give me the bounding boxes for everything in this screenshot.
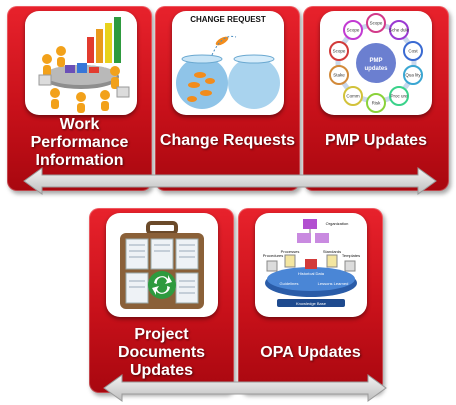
meeting-chart-icon <box>38 17 130 113</box>
pmp-node-label: Scope <box>347 28 360 33</box>
pmp-cycle-icon: Scope Sche dule Cost Qua lity Proc ure R… <box>329 13 423 113</box>
pmp-node-label: Cost <box>408 49 418 54</box>
briefcase-thumbnail <box>106 213 218 317</box>
pmp-node-label: Scope <box>370 21 383 26</box>
opa-thumbnail: Organization Procedures Processes Standa… <box>255 213 367 317</box>
opa-word: Organization <box>326 221 349 226</box>
fishbowl-thumbnail: CHANGE REQUEST <box>172 11 284 115</box>
card-label: OPA Updates <box>260 344 361 361</box>
meeting-thumbnail <box>25 11 137 115</box>
pmp-node-circles <box>329 13 423 113</box>
pmp-node-label: Scope <box>333 49 346 54</box>
opa-word: Procedures <box>263 253 283 258</box>
pmp-center-label: PMP <box>369 58 382 64</box>
opa-word: Guidelines <box>280 281 299 286</box>
opa-word: Standards <box>323 249 341 254</box>
card-label: Project Documents Updates <box>117 326 206 379</box>
card-opa-updates: Organization Procedures Processes Standa… <box>238 208 383 393</box>
card-project-documents-updates: Project Documents Updates <box>89 208 234 393</box>
pmp-node-label: Sche dule <box>389 28 410 33</box>
opa-word: Knowledge Base <box>296 301 327 306</box>
card-label: PMP Updates <box>325 132 427 149</box>
card-work-performance-information: Work Performance Information <box>7 6 152 191</box>
card-label: Work Performance Information <box>30 116 129 169</box>
top-double-arrow <box>22 166 438 196</box>
pmp-node-label: Risk <box>372 101 381 106</box>
card-pmp-updates: Scope Sche dule Cost Qua lity Proc ure R… <box>303 6 449 191</box>
card-change-requests: CHANGE REQUEST Change Requests <box>155 6 300 191</box>
organization-assets-icon: Organization Procedures Processes Standa… <box>263 219 360 307</box>
opa-word: Processes <box>281 249 300 254</box>
pmp-node-label: Qua lity <box>405 73 421 78</box>
briefcase-icon <box>120 221 204 309</box>
double-arrow-icon <box>23 167 437 195</box>
bottom-double-arrow <box>102 373 388 403</box>
card-label: Change Requests <box>159 132 296 149</box>
double-arrow-icon <box>103 374 387 402</box>
opa-word: Templates <box>342 253 360 258</box>
opa-word: Historical Data <box>298 271 325 276</box>
pmp-node-label: Stake <box>333 73 345 78</box>
change-request-caption: CHANGE REQUEST <box>190 15 266 24</box>
pmp-node-label: Proc ure <box>390 94 408 99</box>
fishbowl-icon <box>176 35 280 109</box>
pmp-center-label: updates <box>364 66 388 72</box>
pmp-node-label: Comm <box>346 94 360 99</box>
opa-word: Lessons Learned <box>318 281 349 286</box>
pmp-cycle-thumbnail: Scope Sche dule Cost Qua lity Proc ure R… <box>320 11 432 115</box>
